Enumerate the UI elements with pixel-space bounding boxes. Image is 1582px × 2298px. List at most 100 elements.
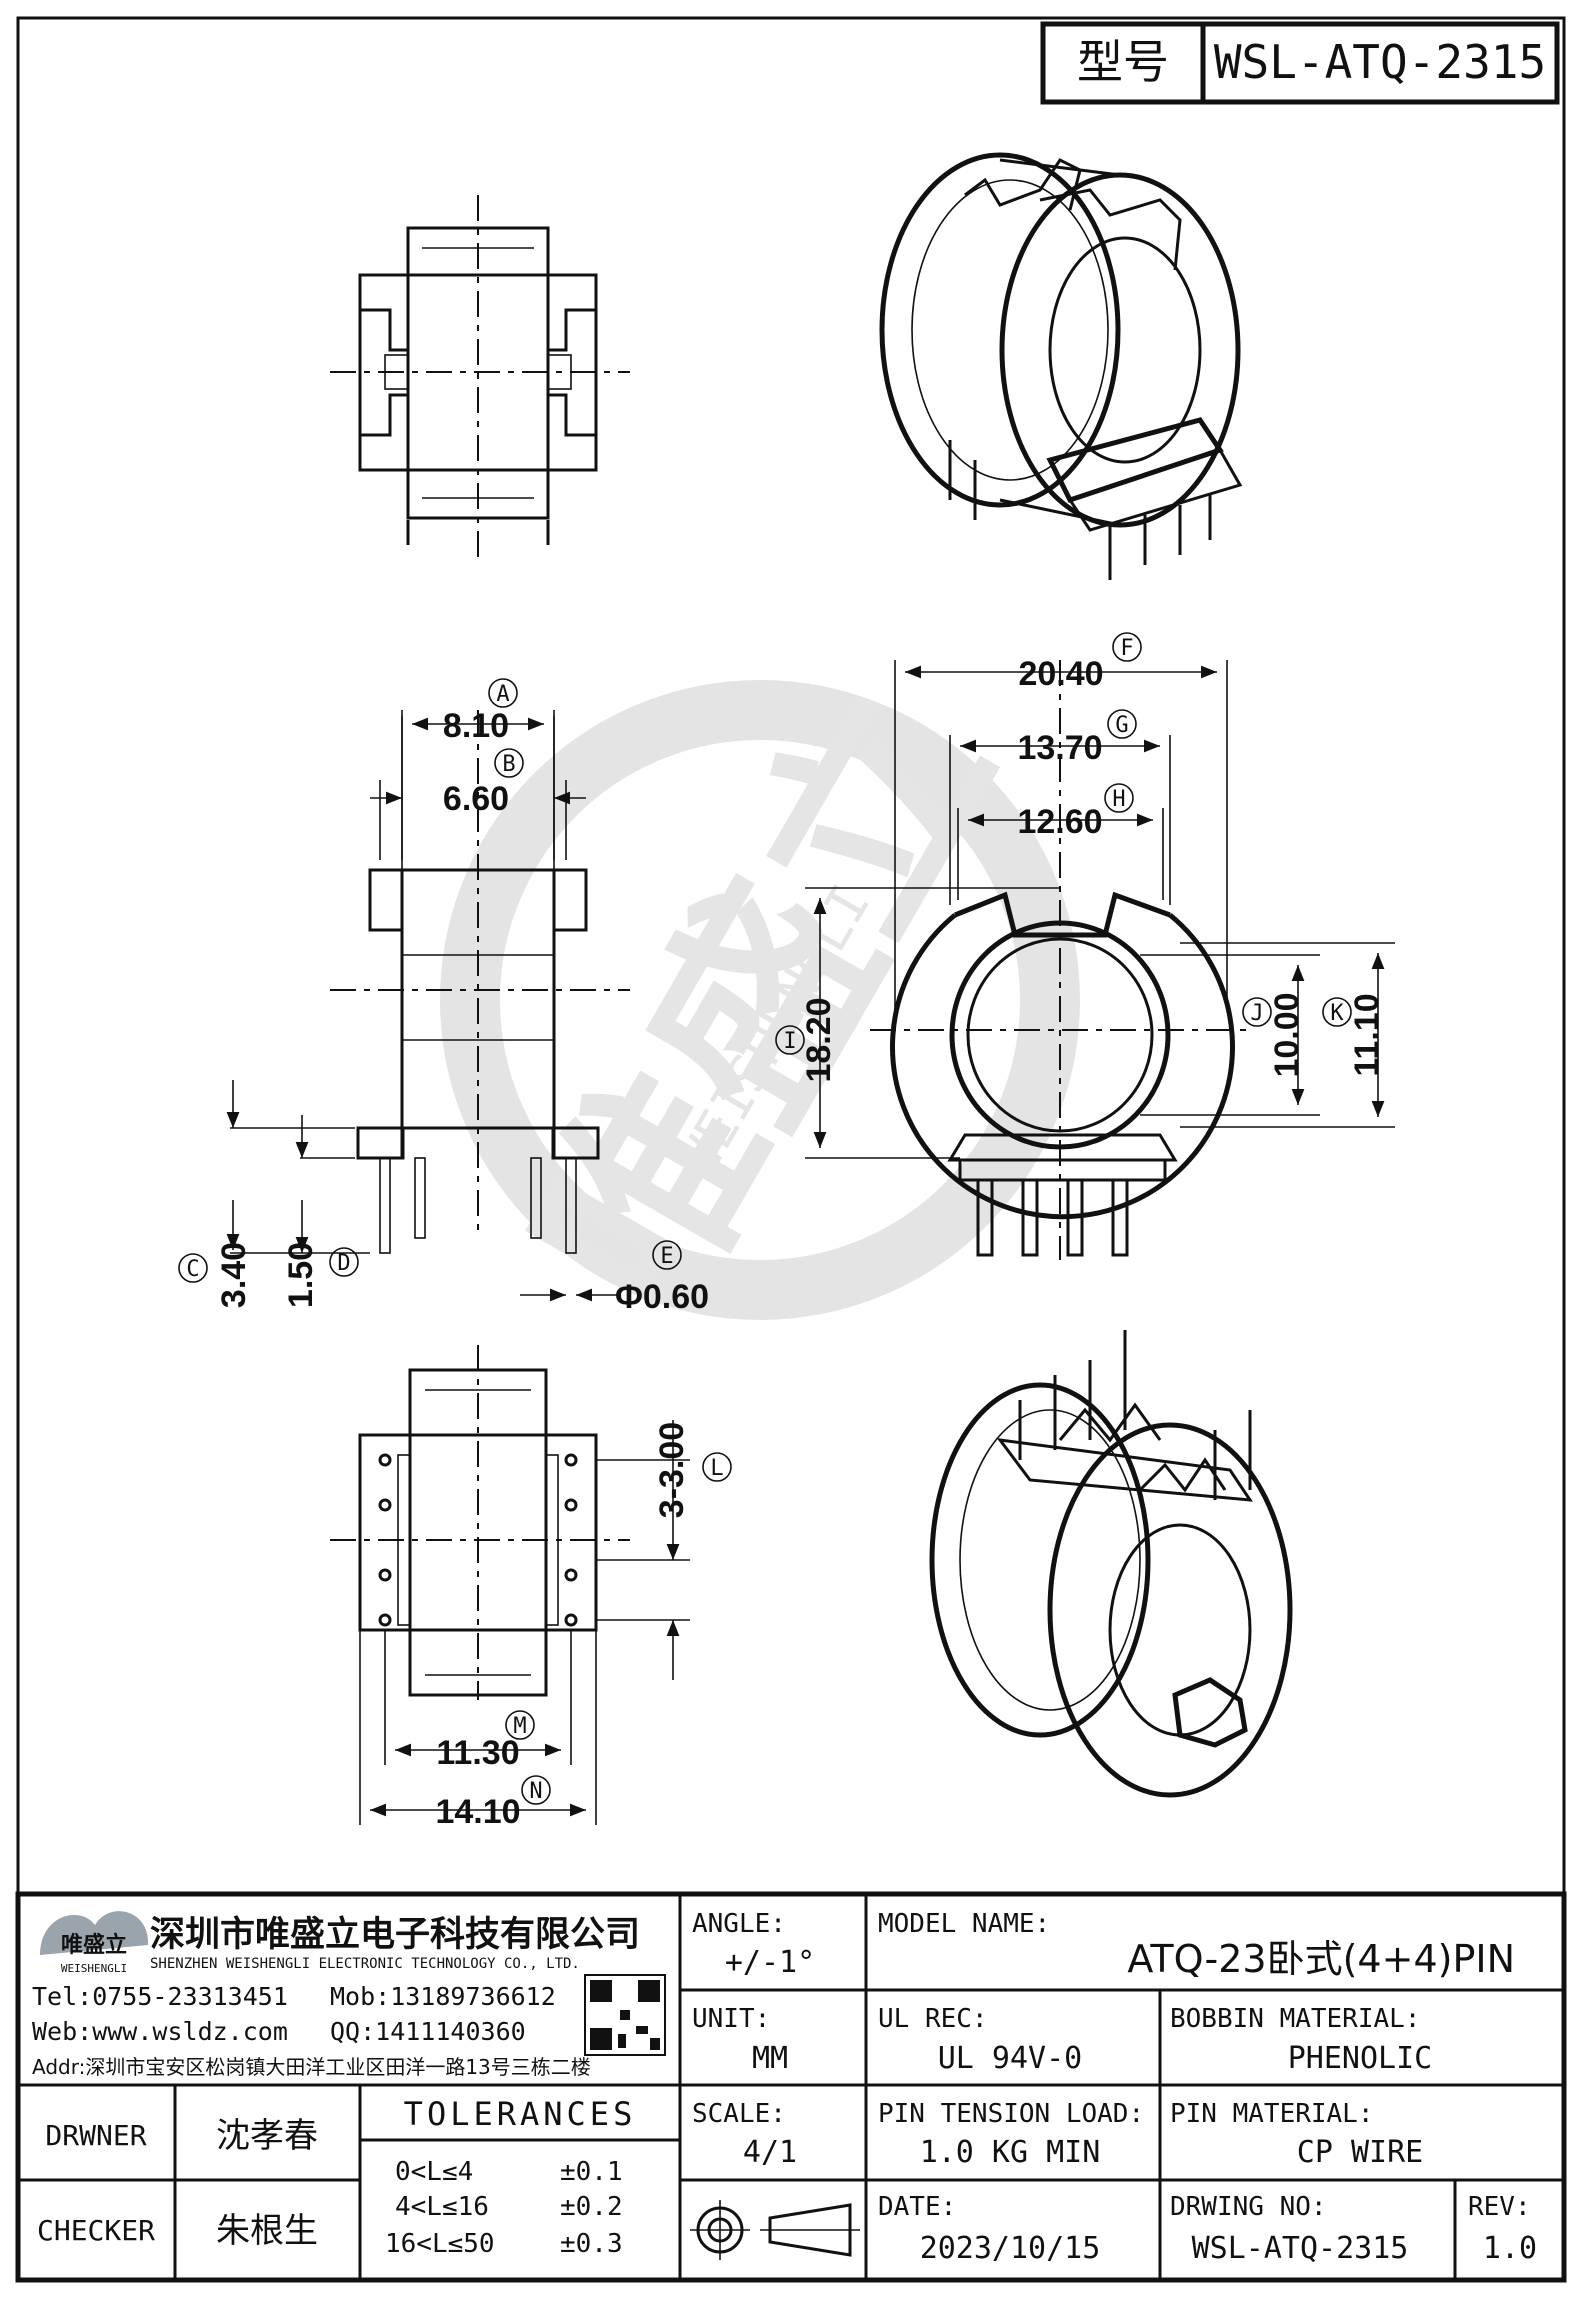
dim-g-circle: G — [1107, 709, 1137, 739]
drawing-no-value: WSL-ATQ-2315 — [1192, 2231, 1409, 2266]
pin-holes-left — [378, 1453, 411, 1627]
svg-text:H: H — [1112, 787, 1125, 812]
dim-h-circle: H — [1104, 783, 1134, 813]
drawer-label: DRWNER — [45, 2119, 146, 2152]
tolerance-value: ±0.3 — [560, 2229, 623, 2259]
dim-m-circle: M — [505, 1710, 535, 1740]
top-view-upper-left — [330, 195, 630, 560]
unit-label: UNIT: — [692, 2004, 770, 2034]
angle-label: ANGLE: — [692, 1909, 786, 1939]
dim-h-value: 12.60 — [1017, 803, 1102, 841]
svg-text:K: K — [1330, 1001, 1344, 1026]
tolerance-range: 16<L≤50 — [385, 2229, 495, 2259]
date-label: DATE: — [878, 2192, 956, 2222]
scale-label: SCALE: — [692, 2099, 786, 2129]
dim-l-value: 3-3.00 — [653, 1422, 691, 1518]
bottom-view-lower-left — [330, 1345, 690, 1825]
front-view-middle-right — [805, 660, 1395, 1260]
company-addr: Addr:深圳市宝安区松岗镇大田洋工业区田洋一路13号三栋二楼 — [32, 2055, 591, 2079]
company-tel: Tel:0755-23313451 — [32, 1982, 288, 2011]
tolerance-value: ±0.2 — [560, 2192, 623, 2222]
dim-i-value: 18.20 — [800, 997, 838, 1082]
qr-code-icon — [584, 1974, 666, 2056]
bobbin-material-value: PHENOLIC — [1288, 2041, 1433, 2076]
dim-c-value: 3.40 — [215, 1242, 253, 1308]
dim-b-value: 6.60 — [443, 780, 509, 818]
svg-text:A: A — [496, 682, 509, 707]
svg-text:D: D — [337, 1251, 350, 1276]
pin-material-value: CP WIRE — [1297, 2135, 1423, 2170]
tolerance-value: ±0.1 — [560, 2157, 623, 2187]
svg-text:N: N — [529, 1779, 542, 1804]
checker-label: CHECKER — [37, 2214, 155, 2247]
dim-e-circle: E — [652, 1240, 682, 1270]
tolerances-label: TOLERANCES — [404, 2095, 637, 2133]
isometric-view-lower — [929, 1330, 1293, 1798]
model-name-value: ATQ-23卧式(4+4)PIN — [1127, 1937, 1515, 1981]
watermark: 唯盛立 WEISHENGLI — [440, 652, 1080, 1352]
dim-c-circle: C — [178, 1253, 208, 1283]
tolerance-range: 4<L≤16 — [395, 2192, 489, 2222]
company-web: Web:www.wsldz.com — [32, 2017, 288, 2046]
pin-tension-label: PIN TENSION LOAD: — [878, 2099, 1144, 2129]
model-name-label: MODEL NAME: — [878, 1909, 1050, 1939]
model-code: WSL-ATQ-2315 — [1214, 35, 1546, 89]
drawing-no-label: DRWING NO: — [1170, 2192, 1327, 2222]
dim-j-circle: J — [1242, 997, 1272, 1027]
svg-text:G: G — [1115, 713, 1128, 738]
angle-value: +/-1° — [725, 1945, 815, 1980]
scale-value: 4/1 — [743, 2135, 797, 2170]
company-name-cn: 深圳市唯盛立电子科技有限公司 — [150, 1915, 640, 1955]
dim-i-circle: I — [775, 1025, 805, 1055]
company-logo: 唯盛立 WEISHENGLI — [40, 1911, 149, 1975]
unit-value: MM — [752, 2041, 788, 2076]
dim-k-circle: K — [1322, 997, 1352, 1027]
dim-f-value: 20.40 — [1018, 655, 1103, 693]
svg-text:L: L — [710, 1456, 723, 1481]
type-label: 型号 — [1077, 35, 1169, 89]
date-value: 2023/10/15 — [920, 2231, 1101, 2266]
pin-tension-value: 1.0 KG MIN — [920, 2135, 1101, 2170]
model-header: 型号 WSL-ATQ-2315 — [1040, 21, 1560, 105]
svg-text:E: E — [660, 1244, 673, 1269]
svg-text:M: M — [513, 1714, 526, 1739]
dim-b-circle: B — [494, 748, 524, 778]
drawer-name: 沈孝春 — [216, 2116, 318, 2156]
dim-n-circle: N — [521, 1775, 551, 1805]
svg-text:C: C — [186, 1257, 199, 1282]
svg-text:F: F — [1120, 636, 1133, 661]
pin-holes-right — [545, 1453, 578, 1627]
dim-a-value: 8.10 — [443, 707, 509, 745]
dim-g-value: 13.70 — [1017, 729, 1102, 767]
company-mob: Mob:13189736612 — [330, 1982, 556, 2011]
dim-a-circle: A — [488, 678, 518, 708]
dim-l-circle: L — [702, 1452, 732, 1482]
company-name-en: SHENZHEN WEISHENGLI ELECTRONIC TECHNOLOG… — [150, 1956, 580, 1972]
isometric-view-upper — [879, 152, 1243, 580]
dim-e-value: Φ0.60 — [615, 1278, 709, 1316]
dim-j-value: 10.00 — [1268, 992, 1306, 1077]
projection-symbol-icon — [680, 2178, 866, 2260]
checker-name: 朱根生 — [216, 2211, 318, 2251]
dimension-labels: 8.10 A 6.60 B 3.40 C 1.50 D Φ0.60 E 20.4… — [178, 632, 1386, 1831]
dim-f-circle: F — [1112, 632, 1142, 662]
logo-text: 唯盛立 — [61, 1932, 127, 1958]
dim-d-value: 1.50 — [282, 1242, 320, 1308]
logo-subtext: WEISHENGLI — [61, 1962, 127, 1975]
title-block: 唯盛立 WEISHENGLI 深圳市唯盛立电子科技有限公司 SHENZHEN W… — [15, 1891, 1567, 2283]
dim-k-value: 11.10 — [1348, 993, 1386, 1076]
tolerance-range: 0<L≤4 — [395, 2157, 473, 2187]
svg-text:J: J — [1250, 1001, 1263, 1026]
dim-d-circle: D — [329, 1247, 359, 1277]
ul-rec-label: UL REC: — [878, 2004, 988, 2034]
svg-text:I: I — [783, 1029, 796, 1054]
dim-m-value: 11.30 — [436, 1734, 519, 1772]
svg-text:B: B — [502, 752, 515, 777]
bobbin-material-label: BOBBIN MATERIAL: — [1170, 2004, 1420, 2034]
company-qq: QQ:1411140360 — [330, 2017, 526, 2046]
ul-rec-value: UL 94V-0 — [938, 2041, 1083, 2076]
tolerance-table: 0<L≤4 ±0.1 4<L≤16 ±0.2 16<L≤50 ±0.3 — [385, 2157, 623, 2259]
rev-value: 1.0 — [1483, 2231, 1537, 2266]
dimension-lines — [226, 665, 1385, 1817]
